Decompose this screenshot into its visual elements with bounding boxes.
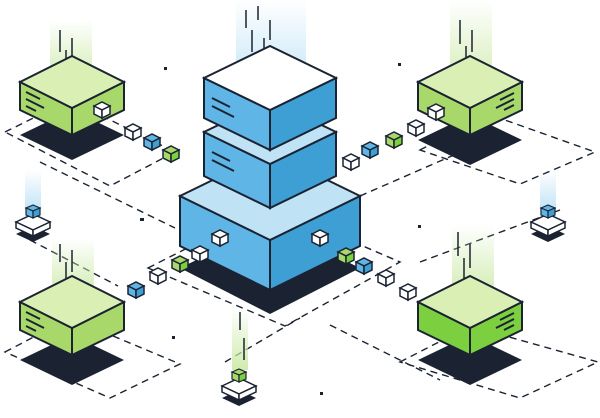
dashed-link-left: [39, 161, 176, 229]
node-lines: [495, 92, 515, 111]
dot: [164, 67, 167, 70]
port-cube-icon: [426, 103, 446, 122]
small-cube-icon: [384, 131, 404, 150]
node-top-right: [415, 54, 525, 165]
small-cube-icon: [406, 119, 426, 138]
beacon-left: [14, 204, 52, 242]
small-cube-icon: [190, 245, 210, 264]
node-shadow: [20, 335, 124, 385]
port-cube-icon: [210, 229, 230, 248]
dot: [172, 336, 175, 339]
small-cube-icon: [336, 247, 356, 266]
node-bottom-right: [415, 274, 525, 385]
server-top-top: [201, 44, 339, 112]
node-shadow: [418, 115, 522, 165]
small-cube-icon: [142, 133, 162, 152]
small-cube-icon: [161, 145, 181, 164]
small-cube-icon: [170, 255, 190, 274]
node-lines: [25, 91, 45, 112]
node-top: [415, 274, 525, 330]
small-cube-icon: [126, 281, 146, 300]
small-cube-icon: [360, 141, 380, 160]
decor-dots: [140, 63, 421, 395]
small-cube-icon: [398, 283, 418, 302]
node-lines: [495, 312, 515, 331]
dot: [140, 218, 144, 221]
beacon-icon: [230, 368, 248, 383]
dot: [418, 225, 421, 228]
beam-beacon-right: [540, 170, 556, 210]
central-server: [177, 44, 363, 314]
node-top: [17, 274, 127, 330]
beacon-icon: [24, 204, 42, 219]
node-shadow: [418, 335, 522, 385]
small-cube-icon: [354, 257, 374, 276]
small-cube-icon: [341, 153, 361, 172]
dot: [398, 63, 401, 66]
port-cube-icon: [92, 101, 112, 120]
small-cube-icon: [376, 269, 396, 288]
small-cube-icon: [123, 123, 143, 142]
node-bottom-left: [17, 274, 127, 385]
beacon-bottom: [220, 368, 258, 406]
dashed-path-center: [146, 205, 402, 327]
node-top: [17, 54, 127, 110]
server-lines: [211, 97, 235, 172]
beacon-right: [529, 204, 567, 242]
dot: [320, 392, 323, 395]
small-cube-icon: [148, 267, 168, 286]
port-cube-icon: [310, 229, 330, 248]
node-lines: [25, 311, 45, 332]
beacon-icon: [539, 204, 557, 219]
node-top: [415, 54, 525, 110]
dashed-link-bottom-right: [329, 324, 441, 381]
cubes: [92, 101, 446, 302]
beam-beacon-left: [25, 170, 41, 210]
